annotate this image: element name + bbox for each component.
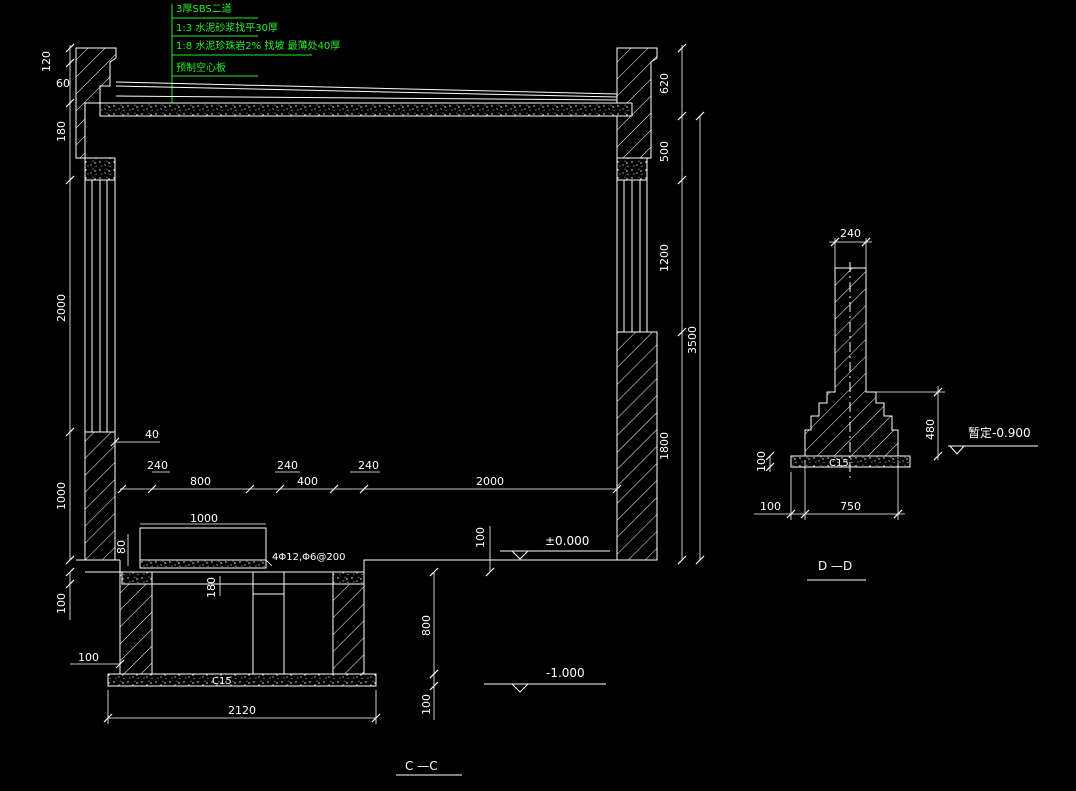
roof-layer-2: 1:3 水泥砂浆找平30厚 (176, 21, 278, 34)
left-dims: 120 60 180 2000 1000 100 (40, 43, 75, 620)
elevation-foundation: -1.000 (484, 666, 606, 693)
section-cc-title: C —C (405, 759, 438, 773)
dim-2120: 2120 (228, 704, 256, 717)
dim-620: 620 (658, 73, 671, 94)
dim-240-a: 240 (147, 459, 168, 472)
elev-ground-text: ±0.000 (545, 534, 589, 548)
horizontal-dims: 40 240 800 240 400 240 2000 (110, 428, 622, 494)
dim-800-footing: 800 (420, 615, 433, 636)
roof-layers-callout: 3厚SBS二道 1:3 水泥砂浆找平30厚 1:8 水泥珍珠岩2% 找坡 最薄处… (171, 2, 340, 110)
dd-dim-100-height: 100 (755, 451, 768, 472)
elevation-ground: ±0.000 (500, 534, 610, 560)
dd-elev-note: 暂定-0.900 (968, 425, 1031, 440)
dd-dim-100-base: 100 (760, 500, 781, 513)
dim-3500: 3500 (686, 326, 699, 354)
roof-layer-3: 1:8 水泥珍珠岩2% 找坡 最薄处40厚 (176, 39, 340, 52)
section-title-cc: C —C (396, 759, 462, 776)
dim-500: 500 (658, 141, 671, 162)
section-dd: C15 240 480 暂定-0.900 100 100 750 D —D (754, 227, 1038, 581)
dim-1200: 1200 (658, 244, 671, 272)
lintel-width-dim: 1000 (190, 512, 218, 525)
rebar-note: 4Φ12,Φ6@200 (272, 552, 345, 563)
lintel-height-dim: 80 (115, 540, 128, 554)
lintel: 1000 80 180 4Φ12,Φ6@200 (115, 512, 345, 598)
roof-slab (99, 81, 633, 117)
elev-foundation-text: -1.000 (546, 666, 585, 680)
dim-1000: 1000 (55, 482, 68, 510)
roof-layer-1: 3厚SBS二道 (176, 2, 232, 15)
beam-depth-dim: 180 (205, 577, 218, 598)
ground-structure: C15 (76, 559, 657, 687)
dim-120: 120 (40, 51, 53, 72)
dim-240-c: 240 (358, 459, 379, 472)
dim-2000-h: 2000 (476, 475, 504, 488)
dim-240-b: 240 (277, 459, 298, 472)
dim-60: 60 (56, 77, 70, 90)
dim-100-left: 100 (55, 593, 68, 614)
dim-100-ground: 100 (474, 527, 487, 548)
dd-dim-240: 240 (840, 227, 861, 240)
right-wall (616, 47, 658, 561)
foundation-dims: 100 100 800 100 2120 (70, 526, 495, 724)
dim-400: 400 (297, 475, 318, 488)
concrete-label-dd: C15 (829, 458, 849, 469)
dd-dim-750: 750 (840, 500, 861, 513)
concrete-label-cc: C15 (212, 676, 232, 687)
dim-800: 800 (190, 475, 211, 488)
dim-100-footing-left: 100 (78, 651, 99, 664)
right-dims: 620 500 1200 1800 3500 (658, 43, 705, 565)
roof-layer-4: 预制空心板 (176, 61, 226, 74)
dim-2000: 2000 (55, 294, 68, 322)
dim-40: 40 (145, 428, 159, 441)
dim-1800: 1800 (658, 432, 671, 460)
left-wall (75, 47, 117, 561)
dim-180: 180 (55, 121, 68, 142)
section-dd-title: D —D (818, 559, 852, 573)
section-cc: 3厚SBS二道 1:3 水泥砂浆找平30厚 1:8 水泥珍珠岩2% 找坡 最薄处… (40, 2, 705, 776)
dim-100-footing: 100 (420, 694, 433, 715)
dd-dim-480: 480 (924, 419, 937, 440)
